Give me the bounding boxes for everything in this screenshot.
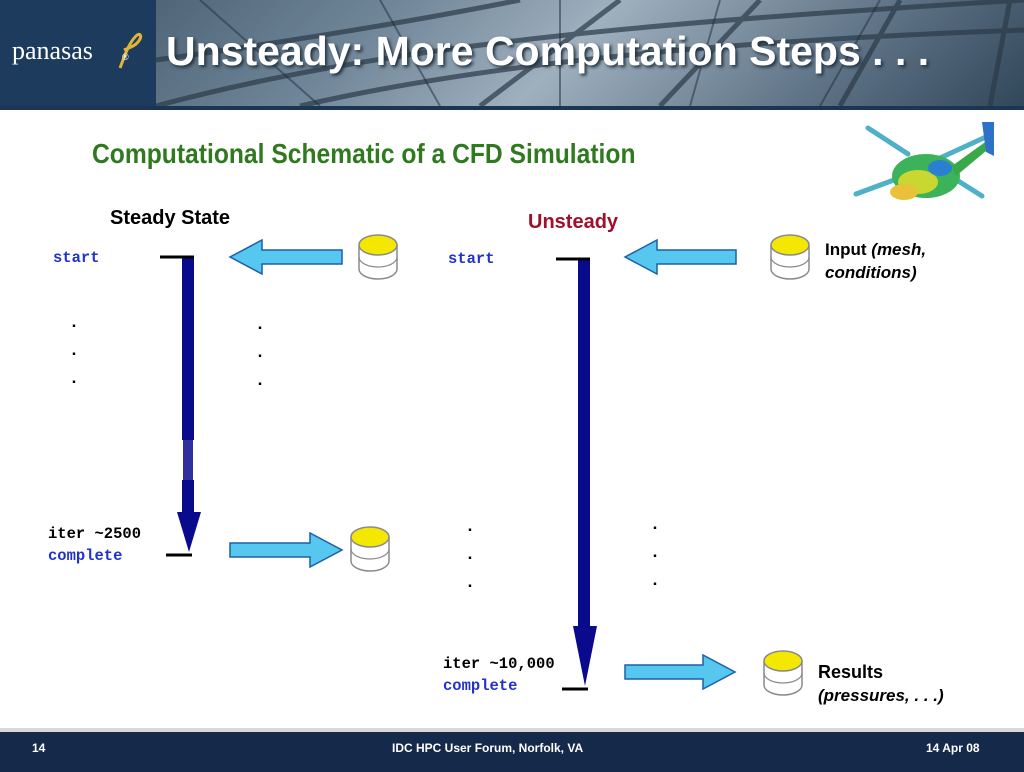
steady-start-label: start [53, 249, 100, 267]
steady-timeline [160, 255, 201, 557]
steady-state-heading: Steady State [110, 207, 231, 229]
input-detail-1: (mesh, [871, 240, 927, 259]
slide-footer [0, 728, 1024, 772]
slide-header [0, 0, 1024, 106]
steady-dot-left-3: . [71, 368, 77, 387]
steady-iter-label: iter ~2500 [48, 525, 142, 543]
unsteady-dot-right-2: . [652, 542, 658, 561]
page-number: 14 [32, 741, 46, 755]
arrow-down-icon [573, 626, 597, 686]
steady-dot-left-2: . [71, 340, 77, 359]
glass-roof-background [155, 0, 1024, 106]
results-detail: (pressures, . . .) [818, 686, 944, 705]
unsteady-output-arrow [624, 653, 737, 691]
arrow-down-icon [177, 512, 201, 552]
steady-dot-right-1: . [257, 314, 263, 333]
results-label: Results [818, 662, 884, 682]
unsteady-timeline [556, 257, 597, 691]
helicopter-cfd-icon [853, 122, 994, 200]
steady-input-database-icon [358, 234, 398, 280]
unsteady-dot-right-1: . [652, 514, 658, 533]
steady-dot-left-1: . [71, 312, 77, 331]
footer-event: IDC HPC User Forum, Norfolk, VA [392, 741, 584, 755]
slide-title: Unsteady: More Computation Steps . . . [166, 28, 930, 74]
steady-output-database-icon [350, 526, 390, 572]
unsteady-complete-label: complete [443, 677, 518, 695]
input-detail-2: conditions) [825, 263, 917, 282]
unsteady-iter-label: iter ~10,000 [443, 655, 555, 673]
slide-subtitle: Computational Schematic of a CFD Simulat… [92, 138, 636, 169]
steady-dot-right-3: . [257, 370, 263, 389]
unsteady-heading: Unsteady [528, 211, 619, 233]
unsteady-dot-right-3: . [652, 570, 658, 589]
steady-complete-label: complete [48, 547, 123, 565]
steady-input-arrow [228, 238, 343, 276]
unsteady-input-arrow [623, 238, 737, 276]
footer-date: 14 Apr 08 [926, 741, 980, 755]
steady-dot-right-2: . [257, 342, 263, 361]
input-label: Input (mesh, [825, 240, 926, 260]
steady-output-arrow [229, 531, 344, 569]
input-database-icon [770, 234, 810, 280]
logo-panel [0, 0, 156, 106]
registered-mark: ® [122, 52, 129, 62]
unsteady-dot-left-2: . [467, 544, 473, 563]
panasas-logo-icon [118, 32, 143, 69]
input-label-text: Input [825, 240, 867, 259]
results-database-icon [763, 650, 803, 696]
unsteady-dot-left-3: . [467, 572, 473, 591]
unsteady-start-label: start [448, 250, 495, 268]
panasas-logo-text: panasas [12, 36, 93, 65]
unsteady-dot-left-1: . [467, 516, 473, 535]
header-divider [0, 106, 1024, 110]
